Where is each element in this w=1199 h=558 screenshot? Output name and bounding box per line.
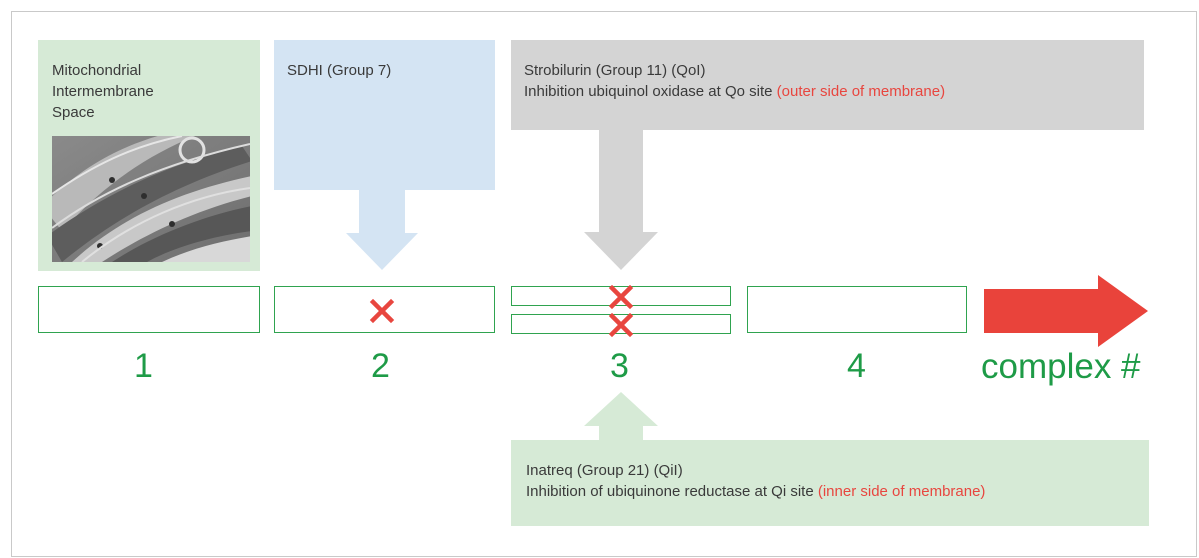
complex-1-box — [38, 286, 260, 333]
mitochondria-micrograph — [52, 136, 250, 262]
strobilurin-desc-line: Inhibition ubiquinol oxidase at Qo site … — [524, 81, 1144, 102]
inatreq-label: Inatreq (Group 21) (QiI) Inhibition of u… — [526, 460, 1146, 502]
inatreq-title: Inatreq (Group 21) (QiI) — [526, 462, 683, 479]
space-label-line2: Intermembrane — [52, 83, 154, 100]
red-right-arrow-icon — [984, 275, 1148, 347]
inatreq-desc: Inhibition of ubiquinone reductase at Qi… — [526, 483, 818, 500]
inatreq-up-arrow — [584, 392, 658, 441]
complex-3-qo-red-x-icon — [608, 284, 634, 310]
complex-number-label: complex # — [981, 347, 1141, 386]
inatreq-note: (inner side of membrane) — [817, 483, 986, 500]
inatreq-desc-line: Inhibition of ubiquinone reductase at Qi… — [526, 481, 1146, 502]
strobilurin-title: Strobilurin (Group 11) (QoI) — [524, 62, 706, 79]
sdhi-panel — [274, 40, 495, 190]
strobilurin-note: (outer side of membrane) — [776, 83, 946, 100]
sdhi-down-arrow — [346, 189, 418, 270]
intermembrane-space-label: Mitochondrial Intermembrane Space — [52, 60, 252, 123]
complex-number-1: 1 — [134, 347, 153, 385]
strobilurin-down-arrow — [584, 129, 658, 270]
complex-3-qi-red-x-icon — [608, 312, 634, 338]
strobilurin-label: Strobilurin (Group 11) (QoI) Inhibition … — [524, 60, 1144, 102]
complex-2-red-x-icon — [369, 298, 395, 324]
strobilurin-panel — [511, 40, 1144, 130]
sdhi-label: SDHI (Group 7) — [287, 62, 392, 79]
strobilurin-desc: Inhibition ubiquinol oxidase at Qo site — [524, 83, 777, 100]
complex-number-2: 2 — [371, 347, 390, 385]
complex-number-4: 4 — [847, 347, 866, 385]
inatreq-panel — [511, 440, 1149, 526]
complex-number-3: 3 — [610, 347, 629, 385]
space-label-line3: Space — [52, 104, 95, 121]
space-label-line1: Mitochondrial — [52, 62, 142, 79]
complex-4-box — [747, 286, 967, 333]
